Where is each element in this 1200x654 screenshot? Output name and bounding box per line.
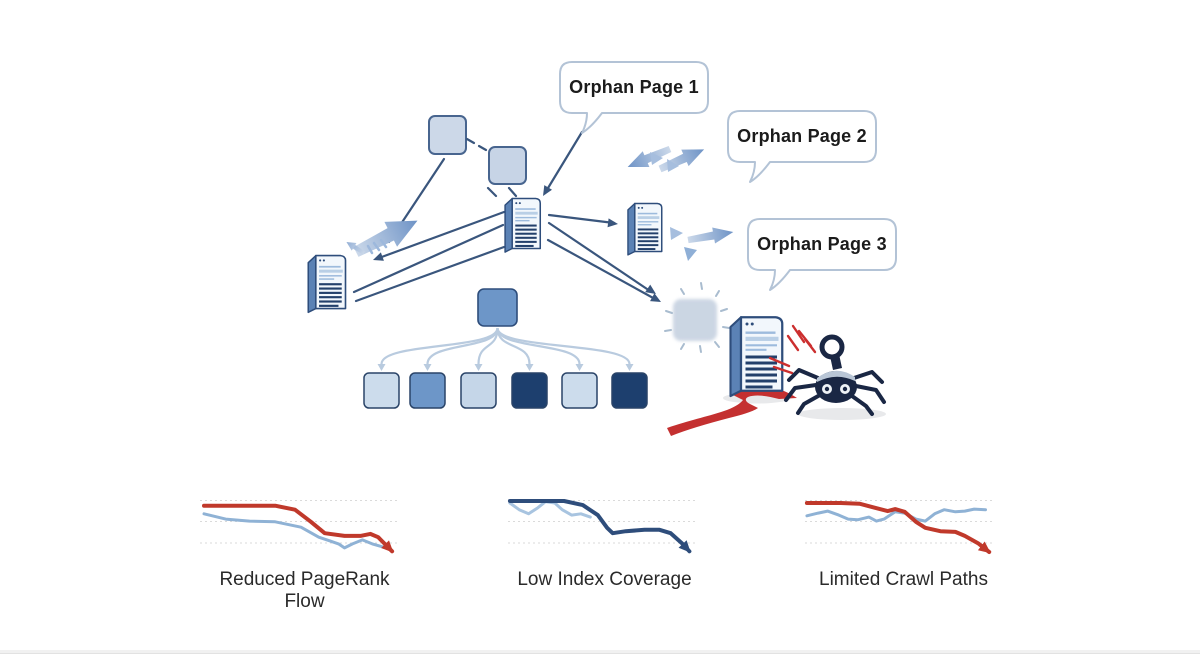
chart-limited-crawl-paths [804,500,993,554]
webpage-icon-right [627,202,663,256]
chart-caption-low-index-coverage: Low Index Coverage [517,569,692,590]
chart-gridlines [805,500,993,544]
speech-bubbles [559,61,897,291]
chart-trend-arrowhead-icon [381,540,394,553]
crawler-spider-icon [784,334,886,416]
speech-bubble-orphan-1 [559,61,709,134]
chevron-fragment-icon [684,247,697,261]
tree-child-node-4 [511,372,548,409]
hidden-page-glow-dashes [664,282,730,353]
webpage-icon-home [504,197,542,253]
tree-child-node-2 [409,372,446,409]
spider-legs [784,368,886,416]
chart-line-index-coverage-navy [507,499,692,554]
link-home-to-hidden-1 [547,221,652,293]
chevron-fragment-icon [667,159,679,172]
tree-child-node-1 [363,372,400,409]
link-square2-home-dashes [486,186,518,198]
spider-visor [817,370,855,382]
link-home-to-leftdoc-2 [352,223,505,294]
speech-bubble-label-1: Orphan Page 1 [569,77,699,97]
speech-bubble-label-2: Orphan Page 2 [737,126,867,146]
link-home-to-leftdoc-1 [377,210,506,260]
tree-children [363,372,648,409]
chart-line-crawl-paths-red [804,501,992,554]
hidden-page-node [673,299,717,341]
crawler-scene [664,282,886,436]
page-node-top-left [428,115,467,155]
spider-body [815,371,857,403]
chevron-fragment-icon [670,227,683,240]
tree-child-node-6 [611,372,648,409]
spider-neck [830,354,842,370]
blocked-signal-marks [768,324,817,375]
chart-reduced-pagerank [200,500,398,554]
tree-parent-node [477,288,518,327]
chart-line-pagerank-trend-red [202,503,395,554]
chart-low-index-coverage [507,499,695,554]
page-node-top-right [488,146,527,185]
spider-pupil [824,386,830,392]
broken-link-arrow-orphan3-icon [686,224,735,248]
chevron-fragment-icon [650,152,663,165]
link-lines [352,130,657,303]
link-network [307,115,735,314]
chart-gridlines [200,500,398,544]
chart-trend-arrowhead-icon [977,541,991,554]
chart-line-pagerank-trend-blue [202,512,386,550]
spider-pupil [842,386,848,392]
speech-bubble-orphan-3 [747,218,897,291]
tree-child-node-5 [561,372,598,409]
tree-arrowheads [377,364,634,371]
webpage-icon-orphan [729,316,784,398]
chart-caption-reduced-pagerank: Reduced PageRank Flow [219,569,390,612]
speech-bubble-label-3: Orphan Page 3 [757,234,887,254]
link-square1-square2-dashes [465,137,488,152]
speech-bubble-orphan-2 [727,110,877,183]
tree-connectors [380,327,631,365]
link-bubble1-to-home [543,130,584,195]
tree-child-node-3 [460,372,497,409]
link-leftdoc-to-home [354,245,506,303]
broken-link-arrow-right-icon [656,141,708,178]
spider-shadow [798,408,886,420]
chart-line-crawl-paths-blue [805,507,987,523]
sitemap-tree [363,288,648,409]
bottom-edge-strip [0,650,1200,654]
chart-trend-arrowhead-icon [678,540,691,553]
link-home-to-rightdoc [547,213,616,225]
blocked-path-ribbon [667,385,797,436]
mini-charts [200,499,993,554]
motion-dashes [366,238,388,255]
link-home-to-hidden-2 [546,238,657,301]
chart-caption-limited-crawl-paths: Limited Crawl Paths [819,569,988,590]
webpage-icon-left [307,254,347,314]
